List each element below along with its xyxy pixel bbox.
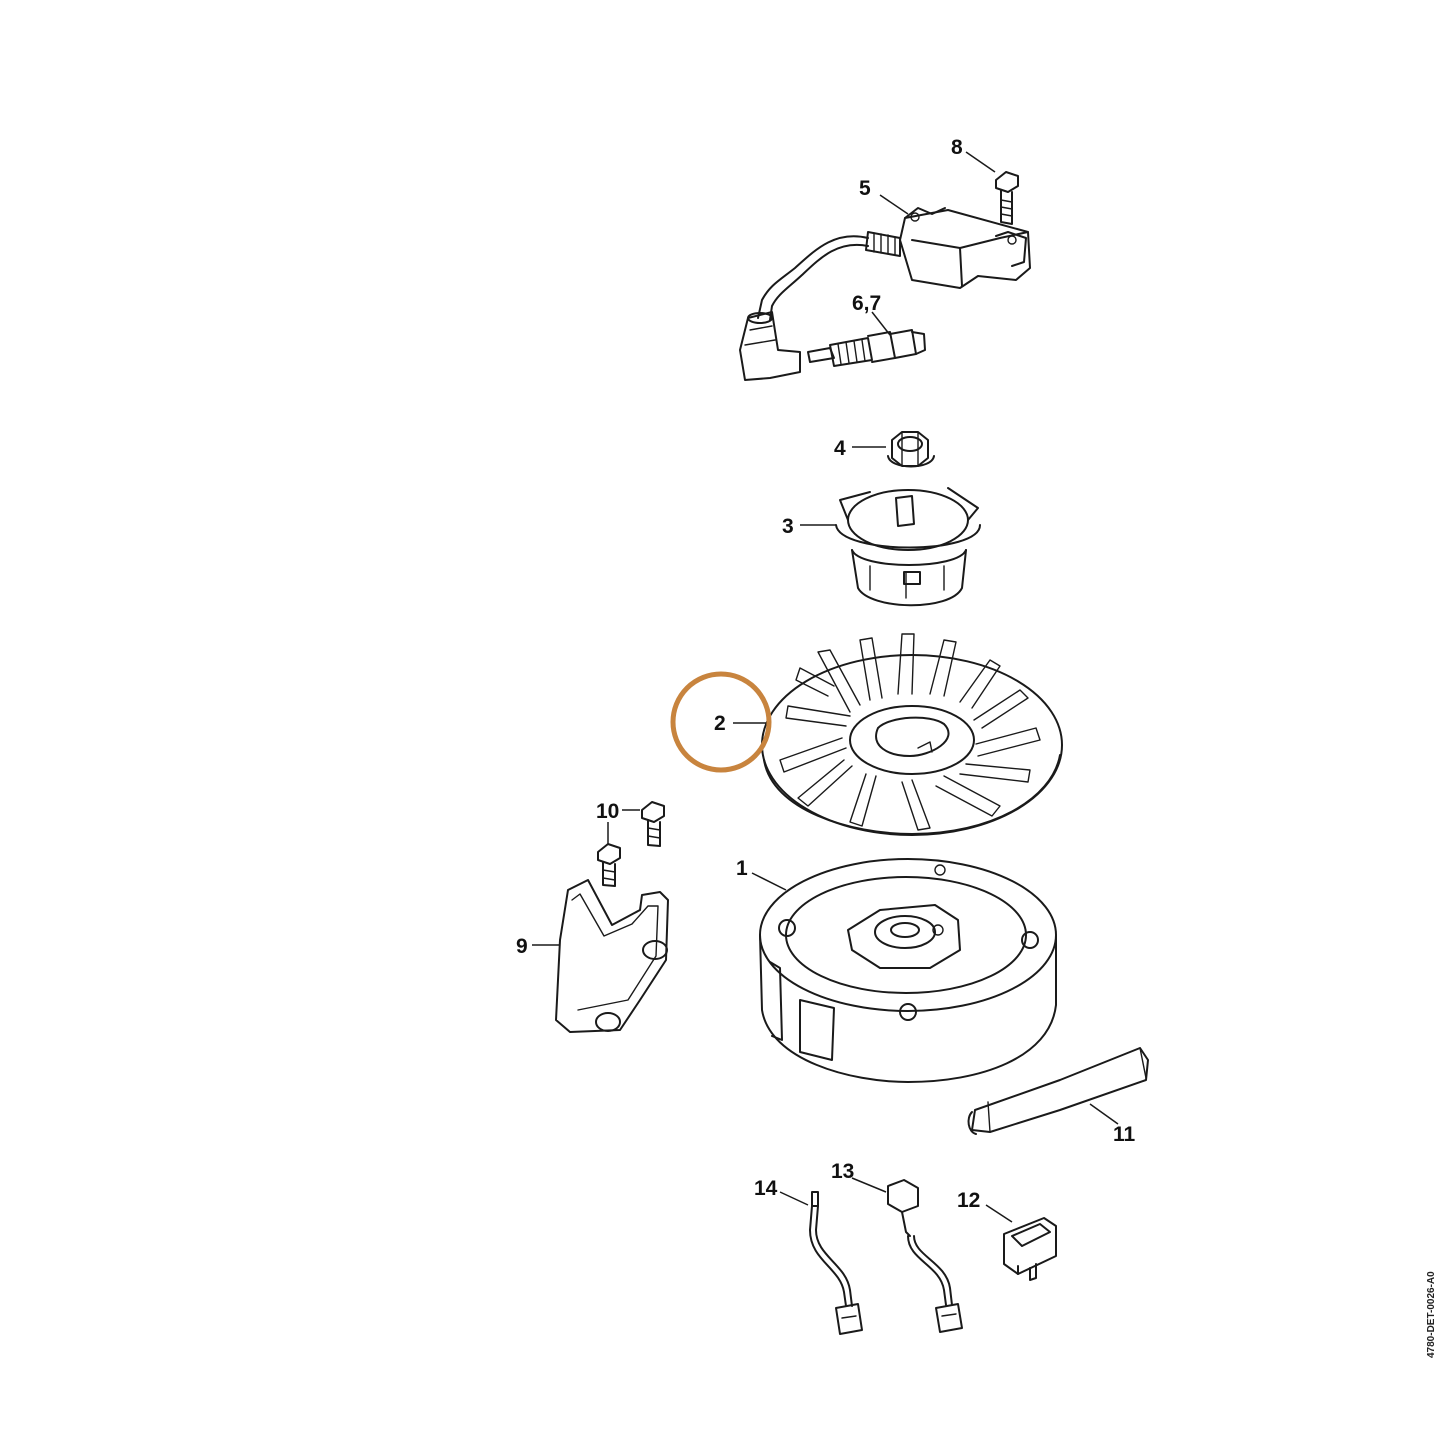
callout-4[interactable]: 4 xyxy=(834,437,846,460)
callout-14[interactable]: 14 xyxy=(754,1177,778,1200)
guide-part-11[interactable] xyxy=(967,1047,1149,1135)
fan-wheel-part-2[interactable] xyxy=(761,633,1063,836)
callout-3[interactable]: 3 xyxy=(782,515,794,538)
callout-1[interactable]: 1 xyxy=(736,857,748,880)
screw-part-10-upper[interactable] xyxy=(641,801,665,847)
cable-part-13[interactable] xyxy=(887,1179,963,1333)
selected-part-highlight xyxy=(670,671,772,773)
callout-11[interactable]: 11 xyxy=(1113,1123,1136,1146)
starter-cup-part-3[interactable] xyxy=(835,487,981,607)
callout-10[interactable]: 10 xyxy=(596,800,619,823)
callout-6-7[interactable]: 6,7 xyxy=(852,292,881,315)
bracket-part-9[interactable] xyxy=(555,879,669,1033)
nut-part-4[interactable] xyxy=(887,431,935,468)
callout-2[interactable]: 2 xyxy=(714,712,726,735)
callout-13[interactable]: 13 xyxy=(831,1160,854,1183)
callout-12[interactable]: 12 xyxy=(957,1189,980,1212)
screw-part-8[interactable] xyxy=(995,171,1019,225)
screw-part-10-lower[interactable] xyxy=(597,843,621,887)
switch-part-12[interactable] xyxy=(1003,1217,1057,1281)
ignition-coil[interactable] xyxy=(739,207,1031,381)
cable-part-14[interactable] xyxy=(809,1191,863,1335)
callout-5[interactable]: 5 xyxy=(859,177,871,200)
spark-plug[interactable] xyxy=(807,329,926,367)
flywheel-part-1[interactable] xyxy=(759,858,1057,1083)
leader-lines xyxy=(532,151,1119,1223)
callout-8[interactable]: 8 xyxy=(951,136,963,159)
drawing-code: 4780-DET-0026-A0 xyxy=(1426,1271,1437,1358)
callout-9[interactable]: 9 xyxy=(516,935,528,958)
